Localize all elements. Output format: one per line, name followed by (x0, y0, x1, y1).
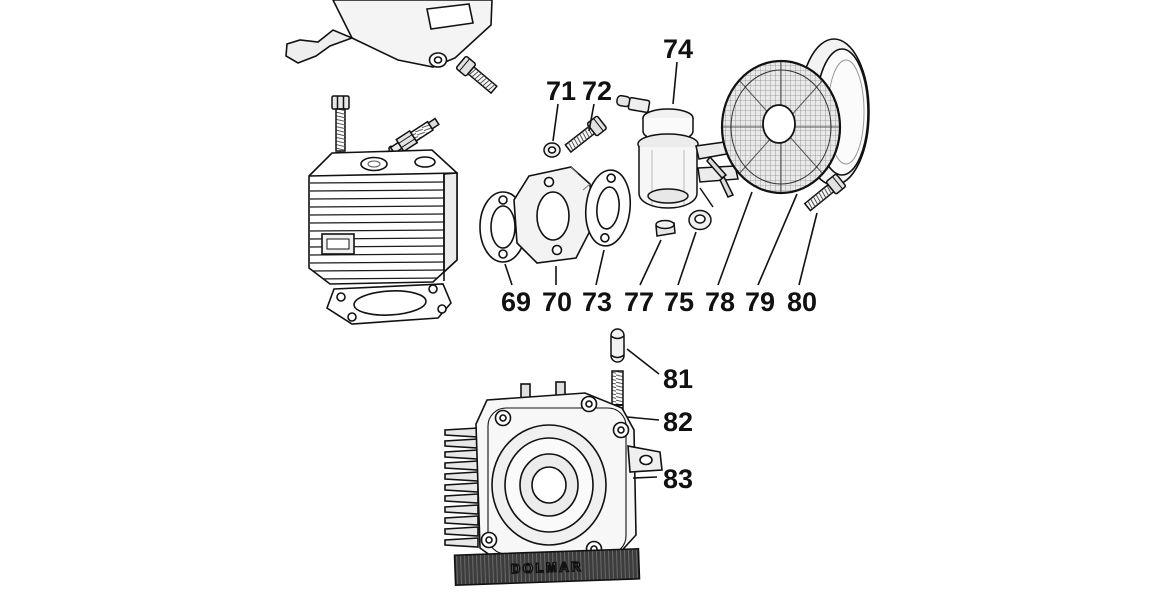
callout-80: 80 (787, 287, 817, 317)
callout-79: 79 (745, 287, 775, 317)
leader-line-83 (632, 476, 658, 479)
leader-line-80 (798, 212, 818, 286)
callout-73: 73 (582, 287, 612, 317)
cylinder-part (308, 149, 458, 285)
crankcase-housing-part: DOLMAR (444, 381, 663, 587)
fuel-inlet-fitting (616, 94, 651, 114)
leader-line-75 (677, 231, 697, 286)
carburetor-part (616, 94, 745, 209)
callout-70: 70 (542, 287, 572, 317)
leader-line-73 (595, 249, 605, 286)
carb-gasket-part (584, 169, 632, 247)
leader-line-72 (588, 103, 595, 132)
callout-78: 78 (705, 287, 735, 317)
cylinder-fins (309, 181, 445, 280)
callout-labels: 71 72 74 69 70 73 77 75 78 79 80 81 82 8… (501, 34, 817, 494)
leader-line-77 (639, 239, 662, 286)
manifold-screw-part (562, 114, 608, 156)
leader-line-79 (757, 193, 798, 286)
leader-line-71 (552, 103, 559, 142)
callout-69: 69 (501, 287, 531, 317)
collar-nut-part (655, 219, 676, 237)
leader-line-69 (504, 263, 513, 286)
callout-75: 75 (664, 287, 694, 317)
housing-fins (444, 427, 479, 548)
leader-line-78 (717, 191, 753, 286)
leader-line-81 (626, 348, 660, 375)
air-filter-assembly (720, 38, 870, 195)
cylinder-base-gasket-part (326, 283, 452, 325)
filter-screen-part (720, 59, 842, 195)
leader-line-74 (672, 61, 678, 105)
housing-brand-band: DOLMAR (453, 547, 641, 587)
callout-83: 83 (663, 464, 693, 494)
callout-82: 82 (663, 407, 693, 437)
leader-line-82 (626, 416, 660, 421)
brand-text: DOLMAR (511, 559, 584, 577)
valve-fitting-part (388, 117, 440, 156)
callout-71: 71 (546, 76, 576, 106)
callout-77: 77 (624, 287, 654, 317)
dowel-pin-part (610, 328, 625, 363)
leader-lines (504, 61, 818, 479)
insulator-block-part (513, 166, 594, 264)
callout-81: 81 (663, 364, 693, 394)
bracket-screw-part (455, 55, 500, 97)
washer-part (543, 142, 561, 158)
spacer-bushing-part (688, 209, 712, 231)
callout-74: 74 (663, 34, 693, 64)
callout-72: 72 (582, 76, 612, 106)
mounting-bracket-part (285, 0, 493, 68)
